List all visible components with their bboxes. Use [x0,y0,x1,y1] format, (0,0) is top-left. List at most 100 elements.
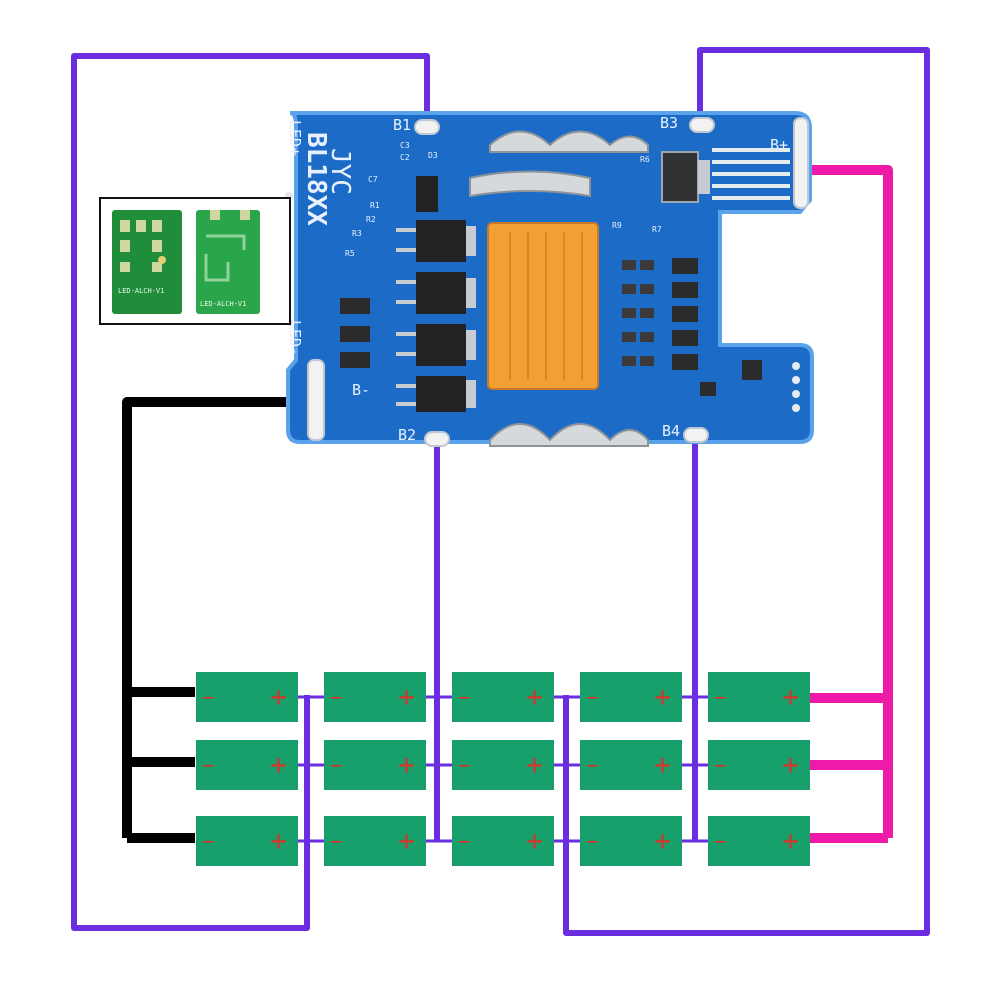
cell-minus-symbol: − [202,753,214,777]
cell-plus-symbol: + [398,824,415,857]
cell-body [708,816,810,866]
battery-cell: −+ [196,740,298,790]
wire-b3 [563,47,930,936]
cell-plus-symbol: + [782,824,799,857]
label-b2: B2 [398,426,416,444]
diode [340,326,370,342]
cell-body [324,816,426,866]
mosfet [416,220,466,262]
cell-minus-symbol: − [714,829,726,853]
comp-r1: R1 [370,201,380,210]
battery-cell: −+ [324,816,426,866]
battery-cell: −+ [324,672,426,722]
comp-r5: R5 [345,249,355,258]
label-b-minus: B- [352,381,370,399]
diode-row [340,298,370,368]
cell-minus-symbol: − [330,753,342,777]
label-b3: B3 [660,114,678,132]
cell-minus-symbol: − [330,685,342,709]
mosfet-column [396,220,476,412]
cell-plus-symbol: + [654,748,671,781]
regulator-tab [698,160,710,194]
cell-plus-symbol: + [270,748,287,781]
comp-r3: R3 [352,229,362,238]
header-pins [792,362,800,412]
mosfet [416,272,466,314]
battery-cell: −+ [708,672,810,722]
wire-b1 [71,53,430,931]
resistor [672,282,698,298]
board-title-line2: BL18XX [301,132,331,226]
cell-minus-symbol: − [458,753,470,777]
cell-minus-symbol: − [458,685,470,709]
cell-minus-symbol: − [714,753,726,777]
pad-b4 [683,427,709,443]
mosfet [416,376,466,412]
cell-body [196,816,298,866]
wire-b-minus [122,397,320,843]
b-plus-traces [712,148,790,200]
cell-body [452,740,554,790]
cell-minus-symbol: − [458,829,470,853]
battery-cell: −+ [324,740,426,790]
cell-minus-symbol: − [586,753,598,777]
led-plus-label: LED+ [286,120,304,156]
balance-connector [487,222,599,390]
connector-body [487,222,599,390]
battery-cell: −+ [196,672,298,722]
comp-r6: R6 [640,155,650,164]
cell-plus-symbol: + [398,680,415,713]
diode [340,298,370,314]
pad-b1 [414,119,440,135]
sot-chip [700,382,716,396]
cell-plus-symbol: + [782,680,799,713]
cell-minus-symbol: − [586,829,598,853]
pad-b-minus [307,359,325,441]
resistor [672,258,698,274]
cell-plus-symbol: + [398,748,415,781]
cell-pack: −+−+−+−+−+−+−+−+−+−+−+−+−+−+−+ [196,672,810,866]
sot-chip [742,360,762,380]
wires [71,47,930,936]
cell-minus-symbol: − [202,685,214,709]
resistor-array [622,258,698,370]
comp-c2: C2 [400,153,410,162]
resistor [672,330,698,346]
cell-body [196,672,298,722]
spring-contacts-bottom [489,423,649,447]
spring-contacts-top [469,130,649,198]
led-board-back [112,210,182,314]
cell-plus-symbol: + [526,824,543,857]
battery-cell: −+ [580,740,682,790]
battery-cell: −+ [708,740,810,790]
cell-minus-symbol: − [330,829,342,853]
comp-c3: C3 [400,141,410,150]
battery-cell: −+ [452,816,554,866]
battery-cell: −+ [580,672,682,722]
pad-b-plus [793,117,809,209]
cell-plus-symbol: + [654,824,671,857]
pad-b2 [424,431,450,447]
battery-cell: −+ [580,816,682,866]
battery-cell: −+ [452,740,554,790]
cell-body [324,740,426,790]
comp-r2: R2 [366,215,376,224]
cell-plus-symbol: + [526,748,543,781]
cell-body [580,740,682,790]
cell-body [708,672,810,722]
battery-cell: −+ [708,816,810,866]
led-trace [204,234,246,282]
led-minus-label: LED- [286,320,304,356]
board-title-line1: JYC [325,148,355,195]
regulator-chip [661,151,699,203]
comp-c7: C7 [368,175,378,184]
cell-plus-symbol: + [270,680,287,713]
cell-plus-symbol: + [526,680,543,713]
cell-minus-symbol: − [714,685,726,709]
wire-b-plus [810,165,893,843]
bms-board: B1 B3 B2 B4 B+ B- JYC BL18XX LED+ LED- D… [285,111,814,447]
led-board-label-right: LED-ALCH-V1 [200,300,246,308]
cell-body [452,816,554,866]
